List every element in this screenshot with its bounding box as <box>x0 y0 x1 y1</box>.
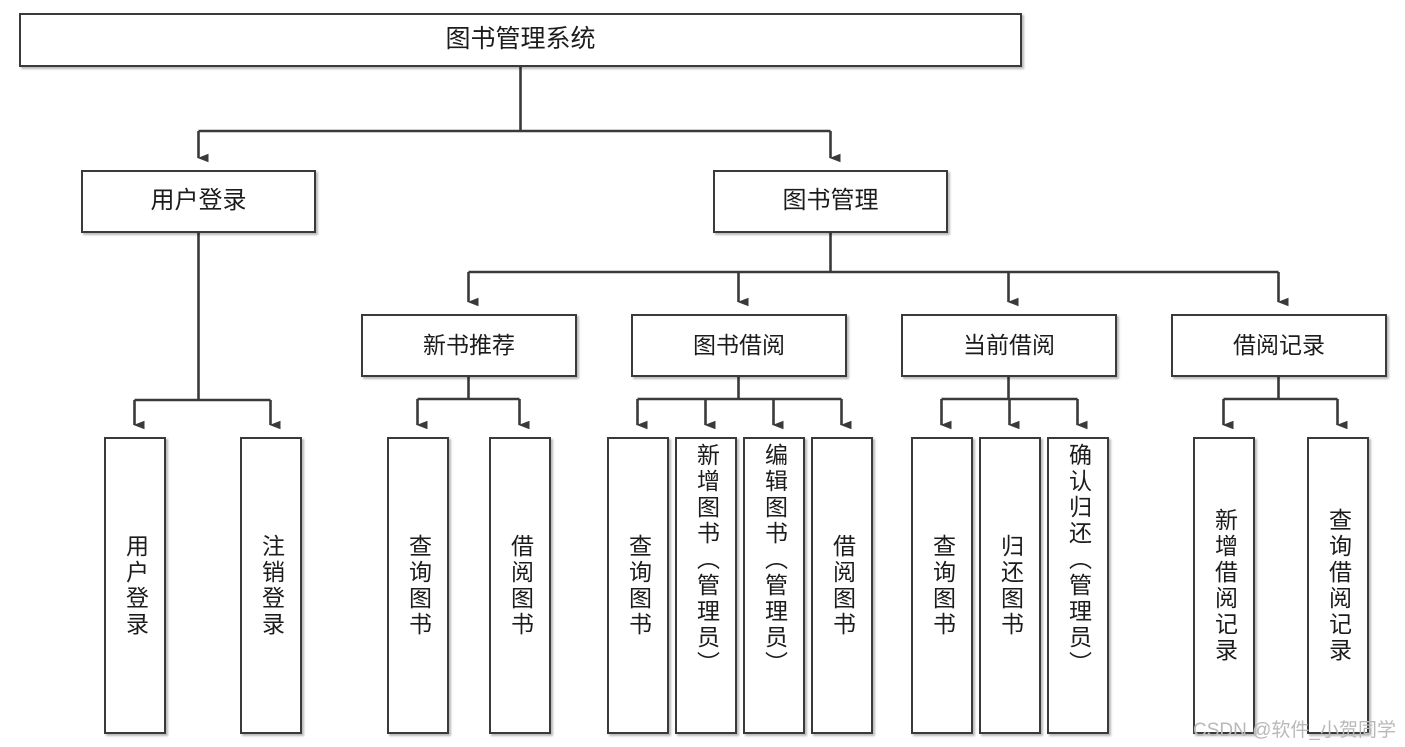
node-leaf-query-book-3[interactable]: 查询图书 <box>911 437 973 734</box>
node-leaf-borrow-book-2-label: 借阅图书 <box>829 533 856 638</box>
csdn-watermark: CSDN @软件_小贺同学 <box>1193 720 1396 741</box>
node-leaf-query-book-2[interactable]: 查询图书 <box>607 437 669 734</box>
node-leaf-borrow-book-1-label: 借阅图书 <box>507 533 534 638</box>
node-leaf-add-record-label: 新增借阅记录 <box>1211 507 1238 664</box>
node-leaf-query-book-1-label: 查询图书 <box>405 533 432 638</box>
node-leaf-return-book-label: 归还图书 <box>997 533 1024 638</box>
node-leaf-edit-book-label: 编辑图书（管理员） <box>761 443 788 677</box>
node-leaf-borrow-book-2[interactable]: 借阅图书 <box>811 437 873 734</box>
node-leaf-borrow-book-1[interactable]: 借阅图书 <box>489 437 551 734</box>
node-leaf-user-login-label: 用户登录 <box>122 533 149 638</box>
node-book-borrow[interactable]: 图书借阅 <box>631 314 847 377</box>
node-leaf-add-record[interactable]: 新增借阅记录 <box>1193 437 1255 734</box>
node-root-label: 图书管理系统 <box>445 25 596 54</box>
node-new-book-recommend-label: 新书推荐 <box>423 331 515 358</box>
node-leaf-return-book[interactable]: 归还图书 <box>979 437 1041 734</box>
node-leaf-logout-login-label: 注销登录 <box>258 533 285 638</box>
node-leaf-logout-login[interactable]: 注销登录 <box>240 437 302 734</box>
node-user-login-label: 用户登录 <box>150 187 247 215</box>
node-leaf-confirm-return-label: 确认归还（管理员） <box>1065 443 1092 677</box>
node-leaf-query-record-label: 查询借阅记录 <box>1325 507 1352 664</box>
node-current-borrow-label: 当前借阅 <box>963 331 1055 358</box>
node-book-management[interactable]: 图书管理 <box>713 170 948 233</box>
node-leaf-query-record[interactable]: 查询借阅记录 <box>1307 437 1369 734</box>
node-root-book-management-system[interactable]: 图书管理系统 <box>19 13 1022 67</box>
node-borrow-record[interactable]: 借阅记录 <box>1171 314 1387 377</box>
node-leaf-confirm-return[interactable]: 确认归还（管理员） <box>1047 437 1109 734</box>
node-leaf-add-book[interactable]: 新增图书（管理员） <box>675 437 737 734</box>
node-borrow-record-label: 借阅记录 <box>1233 331 1325 358</box>
node-leaf-query-book-1[interactable]: 查询图书 <box>387 437 449 734</box>
node-current-borrow[interactable]: 当前借阅 <box>901 314 1117 377</box>
node-leaf-edit-book[interactable]: 编辑图书（管理员） <box>743 437 805 734</box>
node-leaf-add-book-label: 新增图书（管理员） <box>693 443 720 677</box>
node-leaf-query-book-2-label: 查询图书 <box>625 533 652 638</box>
node-new-book-recommend[interactable]: 新书推荐 <box>361 314 577 377</box>
node-leaf-query-book-3-label: 查询图书 <box>929 533 956 638</box>
node-leaf-user-login[interactable]: 用户登录 <box>104 437 166 734</box>
node-user-login[interactable]: 用户登录 <box>81 170 316 233</box>
node-book-borrow-label: 图书借阅 <box>693 331 785 358</box>
node-book-management-label: 图书管理 <box>782 187 879 215</box>
